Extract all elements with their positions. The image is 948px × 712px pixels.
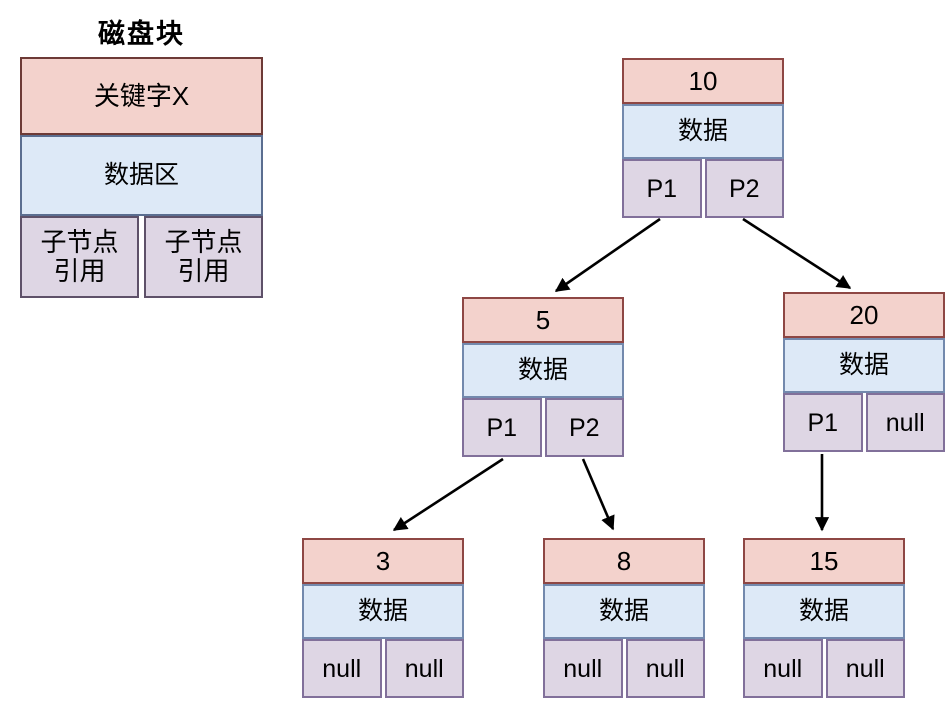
node-pointer-left-cell: P1 bbox=[462, 398, 542, 457]
node-pointer-left-cell: null bbox=[743, 639, 823, 698]
legend-data-cell: 数据区 bbox=[20, 135, 263, 216]
tree-node-20: 20 数据 P1 null bbox=[783, 292, 945, 452]
tree-node-5: 5 数据 P1 P2 bbox=[462, 297, 624, 457]
legend-key-cell: 关键字X bbox=[20, 57, 263, 135]
legend-child-ref-right-cell: 子节点 引用 bbox=[144, 216, 263, 298]
node-data-cell: 数据 bbox=[622, 104, 784, 159]
node-data-cell: 数据 bbox=[743, 584, 905, 639]
node-pointer-left-cell: P1 bbox=[783, 393, 863, 452]
node-pointer-right-cell: null bbox=[825, 639, 905, 698]
tree-node-10: 10 数据 P1 P2 bbox=[622, 58, 784, 218]
disk-block-legend: 关键字X 数据区 子节点 引用 子节点 引用 bbox=[20, 57, 263, 298]
diagram-title: 磁盘块 bbox=[98, 19, 185, 49]
node-key-cell: 3 bbox=[302, 538, 464, 584]
node-pointer-left-cell: P1 bbox=[622, 159, 702, 218]
node-data-cell: 数据 bbox=[302, 584, 464, 639]
node-pointer-right-cell: P2 bbox=[704, 159, 784, 218]
legend-child-ref-text: 子节点 bbox=[164, 226, 243, 257]
node-pointer-left-cell: null bbox=[302, 639, 382, 698]
node-pointer-right-cell: null bbox=[384, 639, 464, 698]
tree-node-3: 3 数据 null null bbox=[302, 538, 464, 698]
tree-node-8: 8 数据 null null bbox=[543, 538, 705, 698]
node-data-cell: 数据 bbox=[783, 338, 945, 393]
legend-child-ref-text: 引用 bbox=[53, 256, 106, 286]
node-key-cell: 5 bbox=[462, 297, 624, 343]
legend-child-ref-left-cell: 子节点 引用 bbox=[20, 216, 139, 298]
node-key-cell: 8 bbox=[543, 538, 705, 584]
arrow-5-p1-to-3 bbox=[392, 457, 504, 532]
node-key-cell: 10 bbox=[622, 58, 784, 104]
node-key-cell: 20 bbox=[783, 292, 945, 338]
node-pointer-left-cell: null bbox=[543, 639, 623, 698]
tree-node-15: 15 数据 null null bbox=[743, 538, 905, 698]
arrow-10-p2-to-20 bbox=[742, 217, 852, 290]
node-pointer-right-cell: null bbox=[865, 393, 945, 452]
legend-child-ref-text: 子节点 bbox=[40, 226, 119, 257]
node-pointer-right-cell: null bbox=[625, 639, 705, 698]
node-pointer-right-cell: P2 bbox=[544, 398, 624, 457]
node-data-cell: 数据 bbox=[543, 584, 705, 639]
arrow-5-p2-to-8 bbox=[581, 458, 615, 531]
legend-child-ref-text: 引用 bbox=[177, 256, 230, 286]
arrow-10-p1-to-5 bbox=[554, 217, 661, 293]
node-data-cell: 数据 bbox=[462, 343, 624, 398]
node-key-cell: 15 bbox=[743, 538, 905, 584]
